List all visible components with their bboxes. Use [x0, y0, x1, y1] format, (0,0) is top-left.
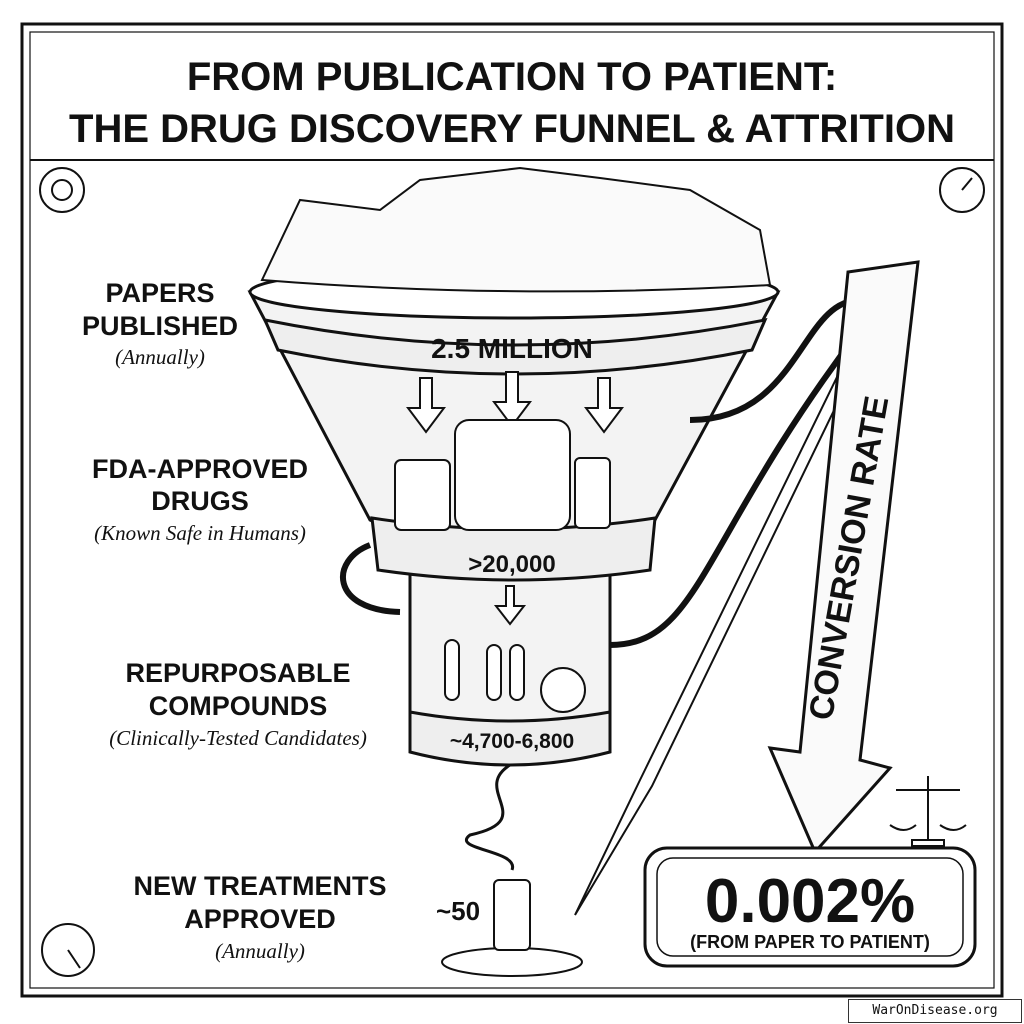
- stage-label-repurposable: REPURPOSABLE COMPOUNDS (Clinically-Teste…: [109, 658, 367, 750]
- label-note: (Clinically-Tested Candidates): [109, 726, 367, 750]
- stage-value-repurposable: ~4,700-6,800: [450, 730, 574, 753]
- watermark-link[interactable]: WarOnDisease.org: [848, 999, 1022, 1023]
- gear-icon: [39, 167, 985, 977]
- scales-of-justice-icon: [889, 776, 967, 847]
- label-line: APPROVED: [184, 904, 336, 934]
- funnel-illustration: [247, 166, 872, 977]
- conversion-result-box: [643, 846, 977, 968]
- label-note: (Annually): [215, 939, 305, 963]
- outer-frame: [20, 22, 1004, 998]
- stage-value-fda-drugs: >20,000: [468, 551, 555, 578]
- label-line: COMPOUNDS: [149, 691, 328, 721]
- band-3: [408, 710, 612, 767]
- label-line: FDA-APPROVED: [92, 454, 308, 484]
- band-1: [262, 317, 768, 376]
- inner-frame: [29, 31, 995, 989]
- title-line-2: THE DRUG DISCOVERY FUNNEL & ATTRITION: [69, 107, 955, 151]
- label-line: NEW TREATMENTS: [134, 871, 387, 901]
- label-note: (Annually): [115, 345, 205, 369]
- stage-label-papers: PAPERS PUBLISHED (Annually): [82, 278, 238, 369]
- label-line: PUBLISHED: [82, 311, 238, 341]
- stage-label-new-treatments: NEW TREATMENTS APPROVED (Annually): [134, 871, 387, 963]
- label-note: (Known Safe in Humans): [94, 521, 306, 545]
- stage-value-papers: 2.5 MILLION: [431, 333, 593, 364]
- conversion-rate-caption: (FROM PAPER TO PATIENT): [690, 932, 930, 952]
- stage-label-fda-drugs: FDA-APPROVED DRUGS (Known Safe in Humans…: [92, 454, 308, 545]
- title-line-1: FROM PUBLICATION TO PATIENT:: [187, 55, 837, 99]
- conversion-rate-value: 0.002%: [705, 867, 915, 936]
- conversion-rate-ribbon: [767, 260, 920, 855]
- label-line: PAPERS: [105, 278, 214, 308]
- stage-value-new-treatments: ~50: [436, 896, 480, 926]
- label-line: DRUGS: [151, 486, 249, 516]
- label-line: REPURPOSABLE: [125, 658, 350, 688]
